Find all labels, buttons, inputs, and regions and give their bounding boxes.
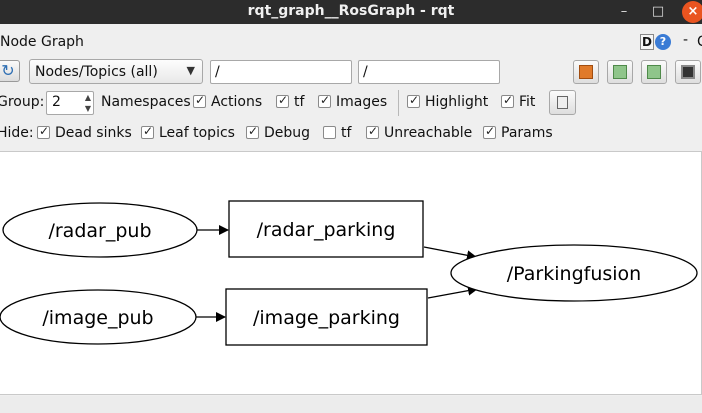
screen-icon — [681, 65, 695, 79]
check-icon: ✓ — [320, 93, 331, 107]
unreachable-label: Unreachable — [384, 125, 473, 141]
dock-d-button[interactable]: D — [640, 34, 654, 50]
node-label-parkingfusion: /Parkingfusion — [507, 263, 641, 285]
hide-label: Hide: — [0, 125, 34, 141]
ros-graph[interactable]: /radar_pub/image_pub/radar_parking/image… — [0, 152, 702, 396]
panel-title: Node Graph — [0, 34, 84, 50]
edge-radar_parking-to-parkingfusion[interactable] — [423, 246, 477, 261]
status-bar — [0, 396, 702, 413]
check-icon: ✓ — [503, 93, 514, 107]
close-panel-button[interactable]: C — [697, 34, 702, 50]
node-shape-image_parking[interactable] — [225, 288, 428, 346]
actions-label: Actions — [211, 94, 263, 110]
load-dot-button[interactable] — [573, 60, 599, 84]
help-icon[interactable]: ? — [655, 34, 671, 50]
namespaces-label: Namespaces — [101, 94, 191, 110]
node-filter-input[interactable]: / — [210, 60, 352, 84]
tf-checkbox[interactable]: ✓ — [276, 93, 289, 108]
graph-node-image_pub[interactable]: /image_pub — [0, 289, 197, 345]
save-icon — [647, 65, 661, 79]
check-icon: ✓ — [368, 124, 379, 138]
dead-sinks-checkbox[interactable]: ✓ — [37, 124, 50, 139]
check-icon: ✓ — [195, 93, 206, 107]
check-icon: ✓ — [248, 124, 259, 138]
edge-image_parking-to-parkingfusion[interactable] — [427, 285, 478, 299]
chevron-down-icon: ▼ — [186, 64, 195, 77]
separator — [398, 90, 399, 116]
check-icon: ✓ — [278, 93, 289, 107]
save-dot-button[interactable] — [607, 60, 633, 84]
leaf-topics-label: Leaf topics — [159, 125, 235, 141]
leaf-topics-checkbox[interactable]: ✓ — [141, 124, 154, 139]
folder-icon — [579, 65, 593, 79]
panel-header: Node Graph D ? - C — [0, 28, 702, 56]
params-label: Params — [501, 125, 553, 141]
hide-tf-checkbox[interactable] — [323, 126, 336, 139]
group-spinbox[interactable]: 2 ▲ ▼ — [46, 91, 94, 115]
spin-down-icon[interactable]: ▼ — [84, 104, 91, 113]
dead-sinks-label: Dead sinks — [55, 125, 132, 141]
check-icon: ✓ — [143, 124, 154, 138]
node-label-image_parking: /image_parking — [253, 307, 400, 329]
graph-mode-select[interactable]: Nodes/Topics (all) ▼ — [29, 59, 203, 84]
node-shape-parkingfusion[interactable] — [450, 244, 698, 302]
spin-up-icon[interactable]: ▲ — [84, 93, 91, 102]
minimize-panel-button[interactable]: - — [683, 32, 689, 48]
save-image-button[interactable] — [641, 60, 667, 84]
fit-icon — [557, 96, 568, 109]
refresh-button[interactable]: ↻ — [0, 60, 20, 82]
actions-checkbox[interactable]: ✓ — [193, 93, 206, 108]
graph-node-image_parking[interactable]: /image_parking — [225, 288, 428, 346]
fit-checkbox[interactable]: ✓ — [501, 93, 514, 108]
maximize-button[interactable]: □ — [651, 4, 665, 19]
check-icon: ✓ — [409, 93, 420, 107]
group-value: 2 — [52, 94, 61, 110]
graph-canvas[interactable]: /radar_pub/image_pub/radar_parking/image… — [0, 151, 702, 395]
debug-label: Debug — [264, 125, 311, 141]
topic-filter-input[interactable]: / — [358, 60, 500, 84]
hide-row: Hide: ✓ Dead sinks ✓ Leaf topics ✓ Debug… — [0, 121, 702, 147]
toolbar-row: ↻ Nodes/Topics (all) ▼ / / — [0, 58, 702, 86]
images-checkbox[interactable]: ✓ — [318, 93, 331, 108]
graph-node-parkingfusion[interactable]: /Parkingfusion — [450, 244, 698, 302]
options-row: Group: 2 ▲ ▼ Namespaces ✓ Actions ✓ tf ✓… — [0, 90, 702, 118]
tf-label: tf — [294, 94, 305, 110]
node-label-image_pub: /image_pub — [42, 307, 153, 329]
node-label-radar_pub: /radar_pub — [48, 220, 151, 242]
params-checkbox[interactable]: ✓ — [483, 124, 496, 139]
screenshot-button[interactable] — [675, 60, 701, 84]
highlight-label: Highlight — [425, 94, 489, 110]
unreachable-checkbox[interactable]: ✓ — [366, 124, 379, 139]
check-icon: ✓ — [485, 124, 496, 138]
highlight-checkbox[interactable]: ✓ — [407, 93, 420, 108]
images-label: Images — [336, 94, 388, 110]
graph-node-radar_parking[interactable]: /radar_parking — [228, 200, 424, 258]
graph-node-radar_pub[interactable]: /radar_pub — [2, 202, 198, 258]
hide-tf-label: tf — [341, 125, 352, 141]
save-icon — [613, 65, 627, 79]
title-bar: rqt_graph__RosGraph - rqt – □ × — [0, 0, 702, 24]
debug-checkbox[interactable]: ✓ — [246, 124, 259, 139]
graph-mode-value: Nodes/Topics (all) — [35, 64, 158, 80]
group-label: Group: — [0, 94, 45, 110]
node-shape-radar_parking[interactable] — [228, 200, 424, 258]
window-title: rqt_graph__RosGraph - rqt — [247, 3, 455, 19]
fit-label: Fit — [519, 94, 536, 110]
node-label-radar_parking: /radar_parking — [257, 219, 396, 241]
node-shape-radar_pub[interactable] — [2, 202, 198, 258]
check-icon: ✓ — [39, 124, 50, 138]
node-shape-image_pub[interactable] — [0, 289, 197, 345]
minimize-button[interactable]: – — [620, 4, 628, 19]
close-button[interactable]: × — [682, 1, 702, 23]
fit-in-view-button[interactable] — [549, 90, 576, 115]
